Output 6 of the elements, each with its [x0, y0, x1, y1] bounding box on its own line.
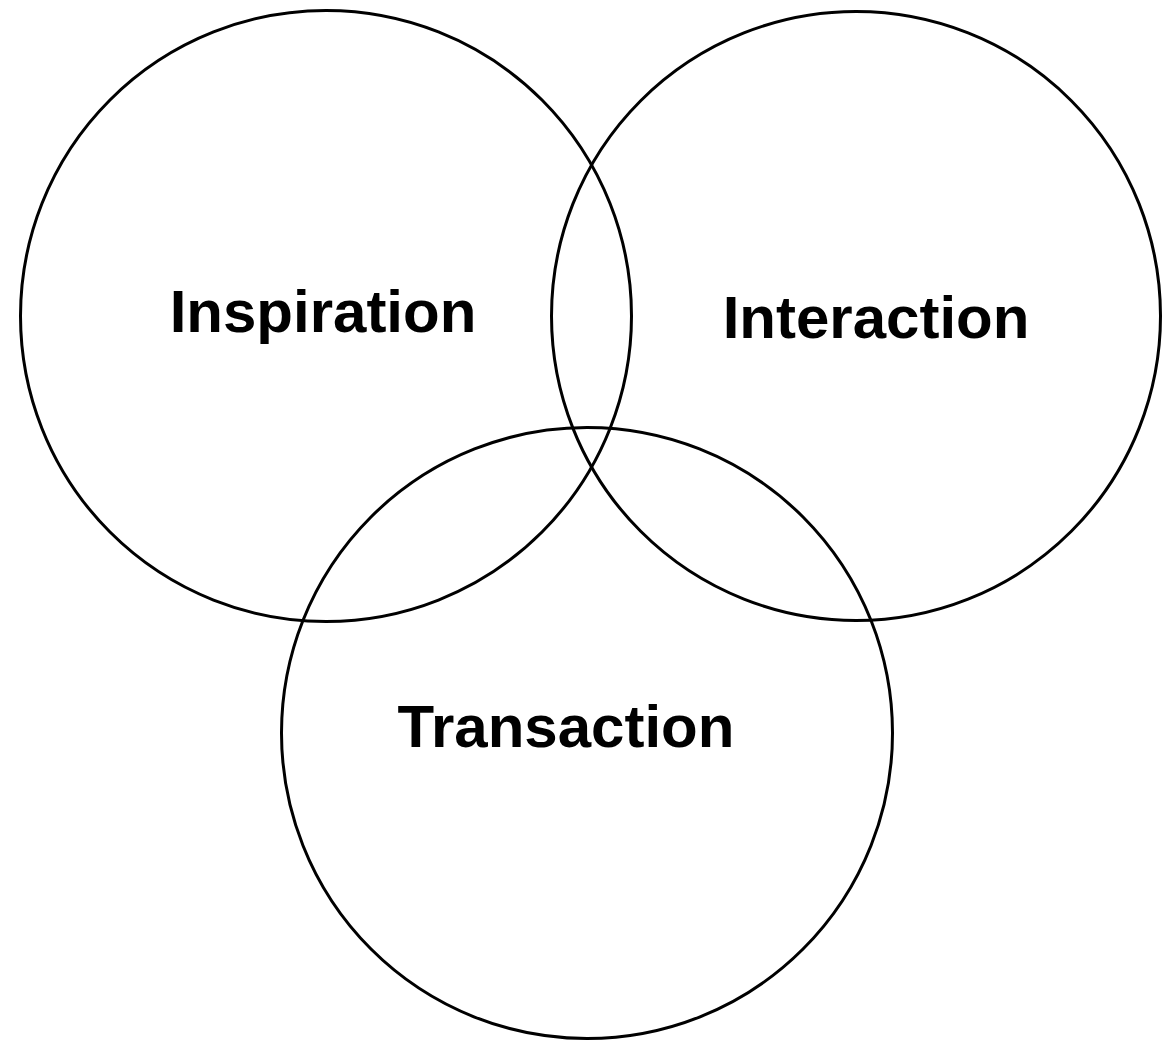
venn-circle — [19, 9, 633, 623]
circle-label: Interaction — [722, 285, 1030, 351]
venn-circle — [550, 10, 1162, 622]
venn-circle — [280, 426, 894, 1040]
circle-label: Inspiration — [169, 279, 477, 345]
circle-label: Transaction — [397, 694, 735, 760]
